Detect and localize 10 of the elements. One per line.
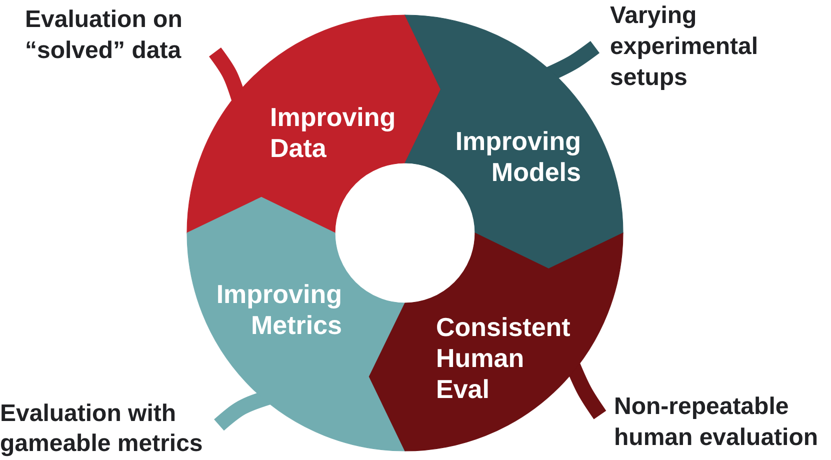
callout-text: Evaluation with gameable metrics: [0, 400, 203, 457]
segment-label: Improving Models: [455, 126, 581, 187]
segment-label: Improving Data: [270, 102, 396, 163]
callout-text: Non-repeatable human evaluation: [614, 393, 818, 451]
segment-label: Improving Metrics: [216, 279, 342, 340]
curved-connector: [214, 390, 270, 431]
curved-connector: [209, 48, 246, 101]
segment-label: Consistent Human Eval: [436, 312, 570, 404]
callout-text: Evaluation on “solved” data: [25, 6, 182, 64]
callout-text: Varying experimental setups: [610, 2, 758, 91]
